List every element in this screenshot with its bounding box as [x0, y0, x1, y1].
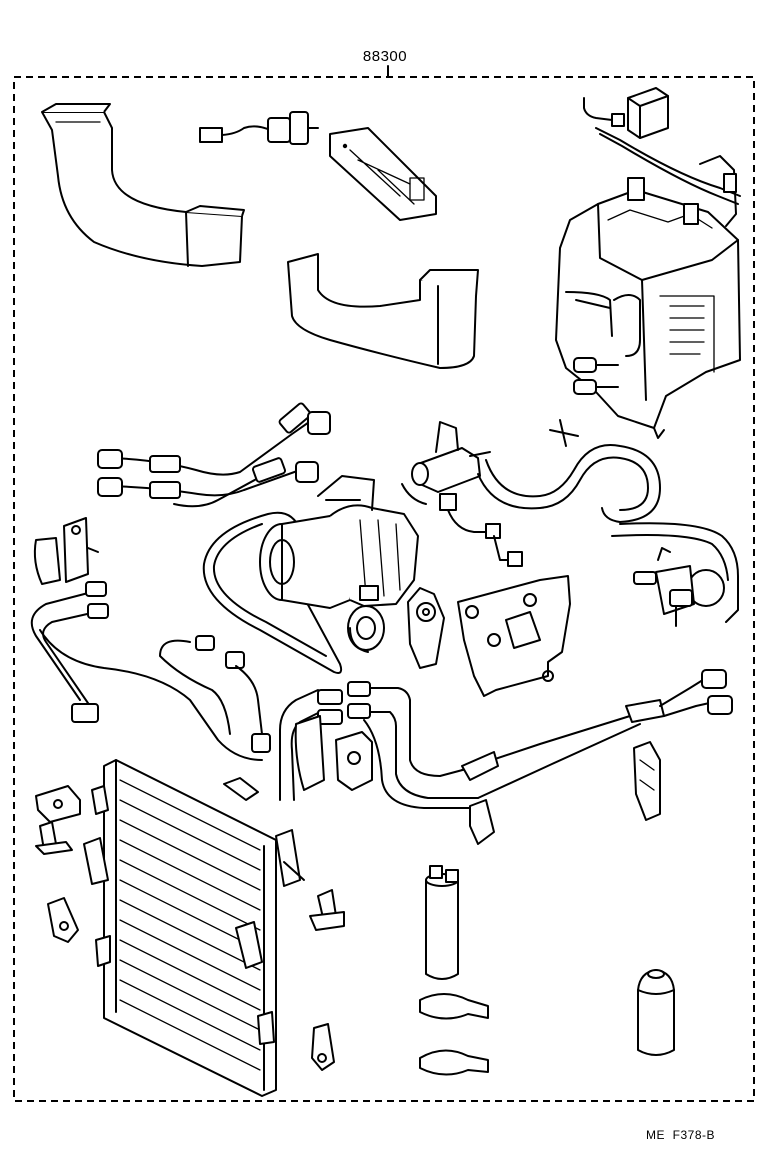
vacuum-switching-valve[interactable]: [401, 421, 523, 567]
condenser[interactable]: [91, 759, 305, 1097]
front-air-duct[interactable]: [41, 103, 245, 267]
vacuum-hose[interactable]: [477, 419, 739, 623]
rear-air-duct[interactable]: [287, 253, 479, 369]
evaporator-unit[interactable]: [555, 155, 741, 439]
suction-hose-assembly[interactable]: [97, 402, 331, 508]
ac-amplifier[interactable]: [583, 87, 741, 205]
compressor-bracket[interactable]: [457, 575, 571, 697]
idler-bracket[interactable]: [407, 587, 445, 669]
condenser-bracket[interactable]: [35, 785, 345, 1071]
receiver-bracket[interactable]: [419, 993, 489, 1076]
pipe-clamp[interactable]: [223, 715, 661, 845]
duct-clamp[interactable]: [33, 517, 99, 585]
water-valve[interactable]: [633, 547, 725, 627]
assembly-part-number: 88300: [362, 48, 408, 65]
condenser-tubes[interactable]: [279, 669, 733, 809]
liquid-tube-main[interactable]: [159, 635, 271, 753]
kit-boundary: [13, 65, 755, 1102]
discharge-tube[interactable]: [30, 581, 263, 761]
control-plate[interactable]: [329, 127, 437, 221]
receiver-dryer[interactable]: [425, 865, 459, 980]
ac-compressor[interactable]: [259, 475, 419, 609]
figure-reference-code: ME F378-B: [646, 1128, 716, 1142]
magnetic-clutch[interactable]: [347, 605, 385, 653]
thermistor-connector[interactable]: [199, 111, 319, 145]
refrigerant-can[interactable]: [637, 969, 675, 1056]
